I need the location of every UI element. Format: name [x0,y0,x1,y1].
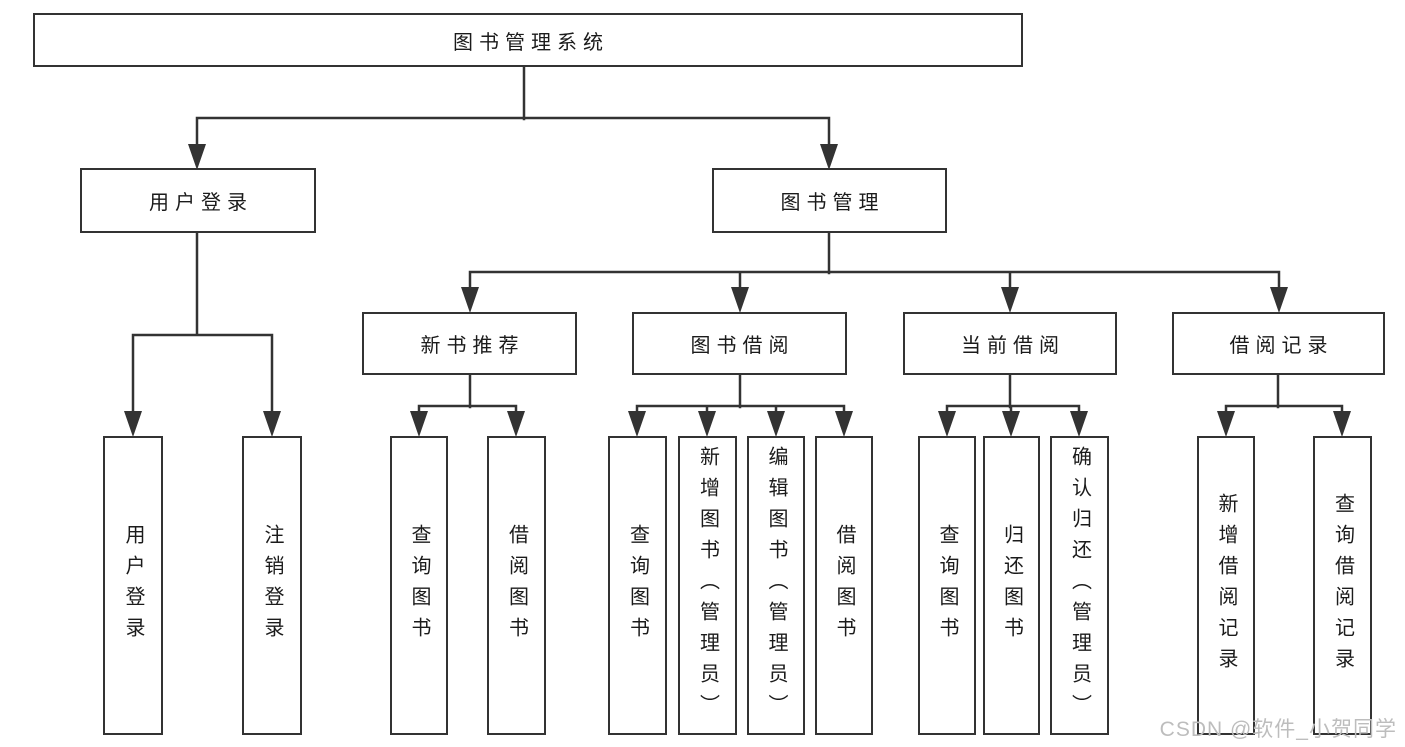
node-label: 新书推荐 [420,335,525,357]
leaf-query-borrow-record: 查询借阅记录 [1313,436,1372,735]
watermark: CSDN @软件_小贺同学 [1159,718,1397,741]
node-book-borrowing: 图书借阅 [632,312,847,375]
leaf-label: 新增借阅记录 [1215,492,1237,679]
leaf-confirm-return-admin: 确认归还（管理员） [1050,436,1109,735]
leaf-borrow-books: 借阅图书 [815,436,873,735]
leaf-label: 查询图书 [408,523,430,648]
leaf-edit-books-admin: 编辑图书（管理员） [747,436,805,735]
node-borrowing-records: 借阅记录 [1172,312,1385,375]
leaf-add-books-admin: 新增图书（管理员） [678,436,737,735]
node-label: 图书管理 [780,192,885,214]
leaf-label: 确认归还（管理员） [1068,446,1091,725]
leaf-label: 编辑图书（管理员） [765,446,787,725]
node-label: 当前借阅 [961,335,1065,357]
node-label: 用户登录 [149,192,253,214]
node-label: 借阅记录 [1229,335,1334,357]
arrowhead-icons [124,144,1351,437]
leaf-borrow-books-recommend: 借阅图书 [487,436,546,735]
leaf-label: 归还图书 [1000,523,1023,648]
leaf-label: 查询借阅记录 [1331,492,1354,679]
leaf-label: 借阅图书 [833,523,855,648]
leaf-logout: 注销登录 [242,436,302,735]
node-new-book-recommendation: 新书推荐 [362,312,577,375]
leaf-query-books-current: 查询图书 [918,436,976,735]
leaf-label: 借阅图书 [505,523,528,648]
leaf-label: 查询图书 [936,523,958,648]
leaf-add-borrow-record: 新增借阅记录 [1197,436,1255,735]
leaf-return-books: 归还图书 [983,436,1040,735]
leaf-query-books-recommend: 查询图书 [390,436,448,735]
node-book-management: 图书管理 [712,168,947,233]
leaf-label: 查询图书 [626,523,649,648]
leaf-user-login: 用户登录 [103,436,163,735]
node-label: 图书管理系统 [453,31,609,54]
leaf-label: 用户登录 [122,523,144,648]
leaf-label: 新增图书（管理员） [696,446,719,725]
node-current-borrowing: 当前借阅 [903,312,1117,375]
node-user-login: 用户登录 [80,168,316,233]
node-label: 图书借阅 [690,335,795,357]
node-library-management-system: 图书管理系统 [33,13,1023,67]
connector-lines-path [131,65,1344,417]
leaf-label: 注销登录 [261,523,283,648]
leaf-query-books-borrowing: 查询图书 [608,436,667,735]
